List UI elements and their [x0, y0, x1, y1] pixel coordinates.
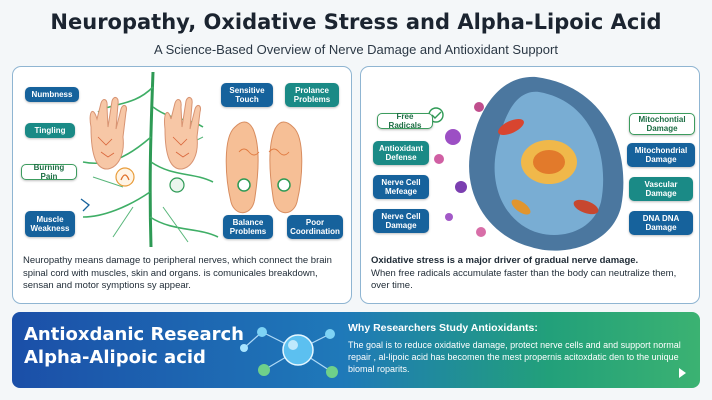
banner-title-line2: Alpha-Alipoic acid	[24, 346, 206, 368]
banner-text: The goal is to reduce oxidative damage, …	[348, 340, 681, 374]
label-mitochondrial-damage-2: Mitochondrial Damage	[627, 143, 695, 167]
label-free-radicals: Free Radicals	[377, 112, 433, 130]
oxidative-stress-caption-bold: Oxidative stress is a major driver of gr…	[371, 255, 639, 266]
free-radical-particles	[434, 102, 486, 237]
nerve-icon	[169, 177, 185, 193]
hand-illustration-left	[89, 96, 127, 170]
banner-title: Antioxdanic Research Alpha-Alipoic acid	[24, 324, 244, 369]
label-balance-problems: Balance Problems	[223, 215, 273, 239]
neuropathy-illustration	[80, 71, 303, 248]
hand-illustration-right	[164, 96, 201, 170]
label-dna-damage: DNA DNA Damage	[629, 211, 693, 235]
antioxidant-research-banner: Antioxdanic Research Alpha-Alipoic acid …	[12, 312, 700, 388]
burning-icon	[115, 167, 135, 187]
page-title: Neuropathy, Oxidative Stress and Alpha-L…	[50, 10, 662, 34]
cell-illustration	[428, 76, 624, 251]
label-antioxidant-defense: Antioxidant Defense	[373, 141, 429, 165]
oxidative-stress-caption: Oxidative stress is a major driver of gr…	[371, 255, 691, 293]
oxidative-stress-panel: Free Radicals Antioxidant Defense Nerve …	[360, 66, 700, 304]
molecule-core	[282, 334, 314, 366]
label-nerve-cell-damage: Nerve Cell Damage	[373, 209, 429, 233]
label-burning-pain: Burning Pain	[21, 163, 77, 181]
neuropathy-caption: Neuropathy means damage to peripheral ne…	[23, 255, 332, 292]
label-tingling: Tingling	[25, 123, 75, 138]
label-mitochondrial-damage-1: Mitochontial Damage	[629, 113, 695, 135]
label-numbness: Numbness	[25, 87, 79, 102]
mitochondria-shape	[498, 118, 524, 136]
label-poor-coordination: Poor Coordination	[287, 215, 343, 239]
label-sensitive-touch: Sensitive Touch	[221, 83, 273, 107]
banner-heading: Why Researchers Study Antioxidants:	[348, 322, 538, 334]
banner-title-line1: Antioxdanic Research	[24, 324, 244, 345]
oxidative-stress-caption-text: When free radicals accumulate faster tha…	[371, 267, 677, 292]
molecule-illustration	[240, 327, 338, 378]
label-vascular-damage: Vascular Damage	[629, 177, 693, 201]
label-muscle-weakness: Muscle Weakness	[25, 211, 75, 237]
page-subtitle: A Science-Based Overview of Nerve Damage…	[154, 42, 558, 57]
feet-illustration	[225, 121, 303, 214]
label-nerve-cell-message: Nerve Cell Mefeage	[373, 175, 429, 199]
label-prolance-problems: Prolance Problems	[285, 83, 339, 107]
arrow-right-icon	[679, 368, 686, 378]
neuropathy-panel: Numbness Tingling Burning Pain Muscle We…	[12, 66, 352, 304]
